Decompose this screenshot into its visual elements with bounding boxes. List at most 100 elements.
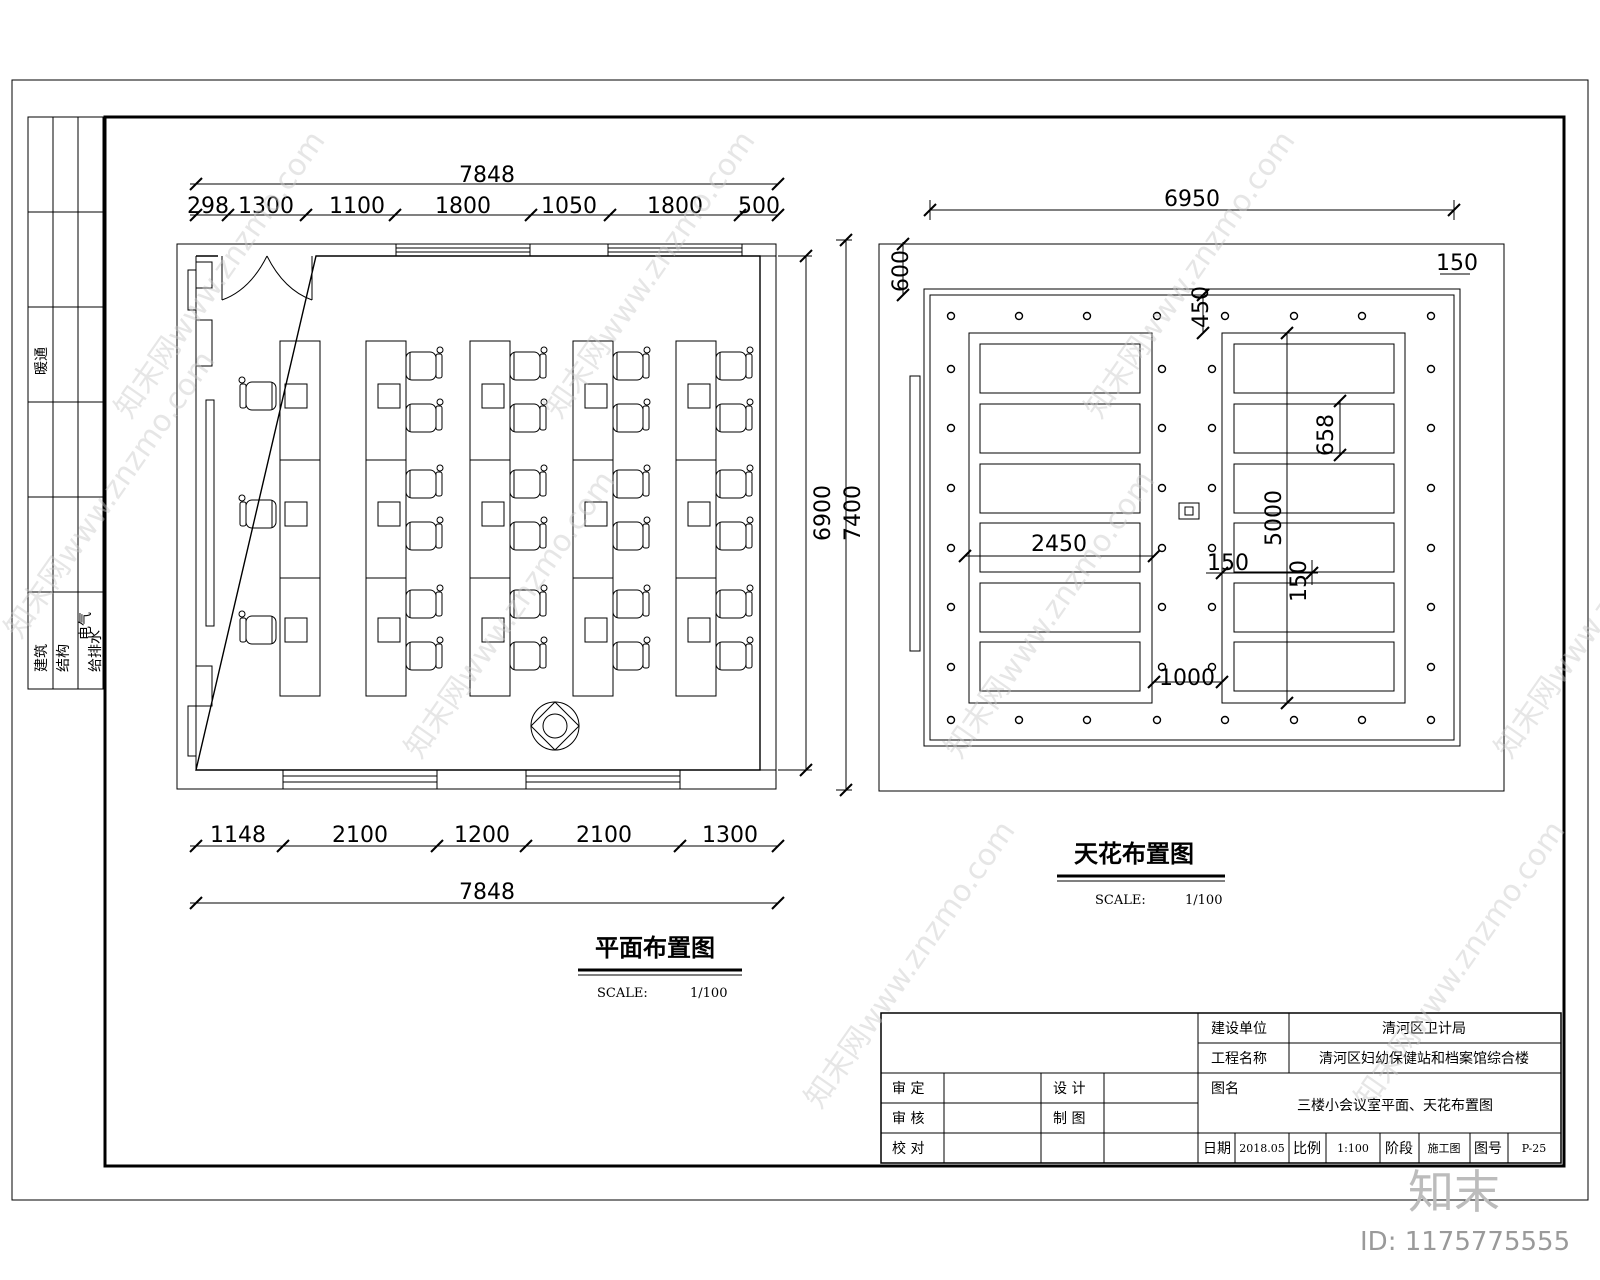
chair-icon [510,585,547,618]
ceiling-light-panel [980,404,1140,453]
chair-icon [406,399,443,432]
downlight-icon [1084,313,1091,320]
downlight-icon [1428,425,1435,432]
plan-top-seg-1: 298 [187,194,229,219]
ceiling-room-outline [924,289,1460,746]
ceiling-center-device [1179,503,1199,519]
watermark-logo: 知末 [1408,1165,1500,1219]
downlight-icon [1084,717,1091,724]
chair-icon [406,465,443,498]
plan-window-bottom-2 [526,770,680,789]
plan-top-seg-7: 500 [738,194,780,219]
watermark-text: 知末网www.znzmo.com [1078,125,1303,425]
plan-door [222,256,312,300]
plan-dimension-ticks [190,178,852,909]
ceiling-light-panel [1234,523,1394,572]
ceiling-dim-658: 658 [1314,414,1339,456]
ceiling-light-strip [910,376,920,651]
watermark-text: 知末网www.znzmo.com [1488,465,1600,765]
ceiling-dimension-ticks [897,204,1460,709]
chair-icon [510,347,547,380]
plan-window-bottom-1 [283,770,437,789]
plan-window-top-1 [396,244,530,256]
side-label-hvac: 暖通 [34,347,50,375]
downlight-icon [1428,485,1435,492]
plan-bottom-total: 7848 [459,880,515,905]
plan-furniture [239,341,753,696]
sheet-frames [12,80,1588,1200]
desk-monitor [688,618,710,642]
side-label-plumb: 给排水 [88,630,104,672]
ceiling-light-panel [1234,404,1394,453]
ceiling-light-panel [1234,642,1394,691]
watermark-text: 知末网www.znzmo.com [798,815,1023,1115]
inner-drawing-border [105,117,1564,1166]
plan-bottom-seg-3: 1200 [454,823,510,848]
downlight-icon [1159,366,1166,373]
outer-sheet-border [12,80,1588,1200]
tb-ratio-label: 比例 [1293,1141,1321,1157]
ceiling-light-panel [980,344,1140,393]
plan-dimension-texts: 7848 298 1300 1100 1800 1050 1800 500 11… [187,163,866,905]
downlight-icon [1428,545,1435,552]
desk-monitor [688,384,710,408]
desk-monitor [285,502,307,526]
ceiling-dim-150-b: 150 [1287,560,1312,602]
ceiling-light-panel [980,583,1140,632]
chair-icon [716,637,753,670]
chair-icon [613,465,650,498]
ceiling-dim-1000: 1000 [1159,666,1215,691]
downlight-icon [948,425,955,432]
downlight-icon [948,717,955,724]
ceiling-dimension-lines [903,200,1470,703]
downlight-icon [1209,604,1216,611]
downlight-icon [1159,604,1166,611]
tb-review-label: 审 核 [892,1111,924,1127]
plan-top-seg-3: 1100 [329,194,385,219]
ceiling-light-panel [980,464,1140,513]
desk-monitor [482,618,504,642]
downlight-icon [1016,717,1023,724]
downlight-icon [1154,717,1161,724]
ceiling-dim-450: 450 [1189,286,1214,328]
downlight-icon [1291,313,1298,320]
plan-title-block: 平面布置图 SCALE: 1/100 [578,934,742,1001]
tb-client-label: 建设单位 [1211,1021,1267,1037]
ceiling-dim-150-a: 150 [1207,551,1249,576]
lectern-icon [531,702,579,750]
plan-right-outer: 7400 [841,485,866,541]
tb-project-label: 工程名称 [1211,1051,1267,1067]
ceiling-inner-outline [930,295,1454,740]
tb-check-label: 校 对 [892,1140,924,1157]
tb-draft-label: 制 图 [1053,1111,1085,1127]
delegate-desk [470,341,510,696]
desk-monitor [585,384,607,408]
ceiling-dimension-texts: 6950 600 150 450 658 5000 2450 150 150 1… [889,187,1478,691]
downlight-icon [1359,313,1366,320]
ceiling-scale-label: SCALE: [1095,893,1146,908]
plan-scale-value: 1/100 [690,986,727,1001]
side-label-elec: 电气 [78,612,94,640]
chair-icon [510,637,547,670]
side-strip [28,117,103,689]
downlight-icon [1222,717,1229,724]
plan-bottom-seg-1: 1148 [210,823,266,848]
ceiling-left-panel-frame [969,333,1152,703]
downlight-icon [948,485,955,492]
downlight-icon [948,545,955,552]
chair-icon [406,585,443,618]
downlight-icon [1428,366,1435,373]
desk-monitor [482,384,504,408]
tb-sheet-label: 图号 [1474,1141,1502,1157]
downlight-icon [1209,366,1216,373]
chair-icon [613,399,650,432]
chair-icon [510,465,547,498]
downlight-icon [1209,664,1216,671]
downlight-icon [1291,717,1298,724]
downlight-icon [1209,545,1216,552]
plan-top-seg-4: 1800 [435,194,491,219]
tb-ratio-value: 1:100 [1337,1142,1369,1155]
downlight-icon [1428,604,1435,611]
chair-icon [406,517,443,550]
downlight-icon [1222,313,1229,320]
